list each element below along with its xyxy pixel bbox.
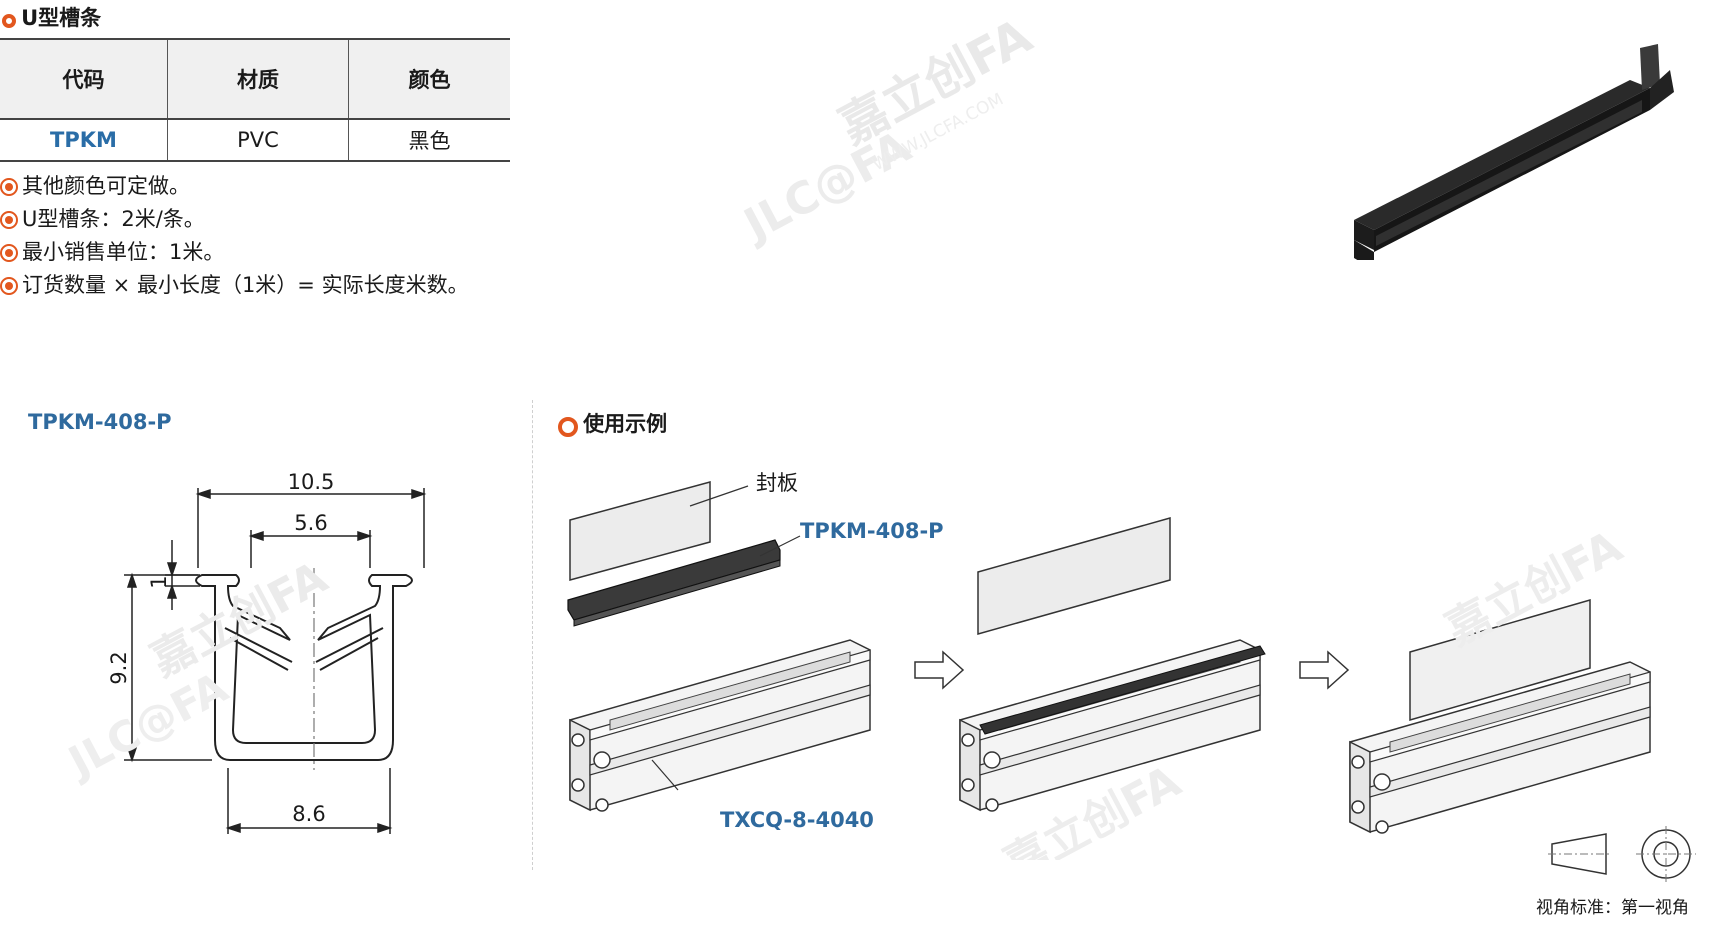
cell-color: 黑色 xyxy=(348,119,510,162)
usage-header: 使用示例 xyxy=(558,408,667,438)
dim-bottom-width: 8.6 xyxy=(292,802,325,826)
drawing-part-label: TPKM-408-P xyxy=(28,410,172,434)
dim-top-width: 10.5 xyxy=(288,470,335,494)
label-cover-plate: 封板 xyxy=(756,471,798,495)
watermark-brand: JLC@FA xyxy=(58,662,236,787)
orange-bullet-icon xyxy=(0,178,18,196)
note-item: 其他颜色可定做。 xyxy=(0,170,469,203)
orange-bullet-icon xyxy=(0,277,18,295)
col-header-material: 材质 xyxy=(167,38,349,120)
orange-bullet-icon xyxy=(0,211,18,229)
section-header: U型槽条 xyxy=(2,2,101,32)
label-strip: TPKM-408-P xyxy=(800,519,944,543)
dim-height: 9.2 xyxy=(107,651,131,684)
col-header-color: 颜色 xyxy=(348,38,510,120)
orange-ring-icon xyxy=(558,416,578,437)
notes-list: 其他颜色可定做。 U型槽条：2米/条。 最小销售单位：1米。 订货数量 × 最小… xyxy=(0,170,469,302)
section-divider xyxy=(532,400,533,870)
orange-ring-icon xyxy=(2,13,16,28)
label-profile: TXCQ-8-4040 xyxy=(720,808,874,832)
projection-symbol-icon xyxy=(1548,826,1696,884)
note-item: U型槽条：2米/条。 xyxy=(0,203,469,236)
cross-section-drawing: 10.5 5.6 1 9.2 8.6 JLC@FA 嘉立创FA xyxy=(58,470,427,834)
cell-code: TPKM xyxy=(0,119,168,162)
product-image xyxy=(1354,44,1674,260)
note-item: 订货数量 × 最小长度（1米）= 实际长度米数。 xyxy=(0,269,469,302)
orange-bullet-icon xyxy=(0,244,18,262)
note-item: 最小销售单位：1米。 xyxy=(0,236,469,269)
usage-title: 使用示例 xyxy=(583,412,668,436)
watermark-logo: JLC@FA 嘉立创FA WWW.JLCFA.COM xyxy=(734,20,1041,250)
dim-lip: 1 xyxy=(147,575,171,588)
cover-plate-shape xyxy=(569,481,711,581)
usage-illustration: 封板 TPKM-408-P TXCQ-8-4040 嘉立创FA 嘉立创FA xyxy=(567,471,1651,860)
dim-opening: 5.6 xyxy=(294,511,327,535)
table-row: TPKM PVC 黑色 xyxy=(0,119,510,162)
table-header-row: 代码 材质 颜色 xyxy=(0,38,510,120)
projection-label: 视角标准：第一视角 xyxy=(1536,898,1689,918)
col-header-code: 代码 xyxy=(0,38,168,120)
spec-table: 代码 材质 颜色 TPKM PVC 黑色 xyxy=(0,38,510,162)
cell-material: PVC xyxy=(167,119,349,162)
watermark-brand: JLC@FA xyxy=(734,121,919,250)
section-title: U型槽条 xyxy=(21,6,102,30)
